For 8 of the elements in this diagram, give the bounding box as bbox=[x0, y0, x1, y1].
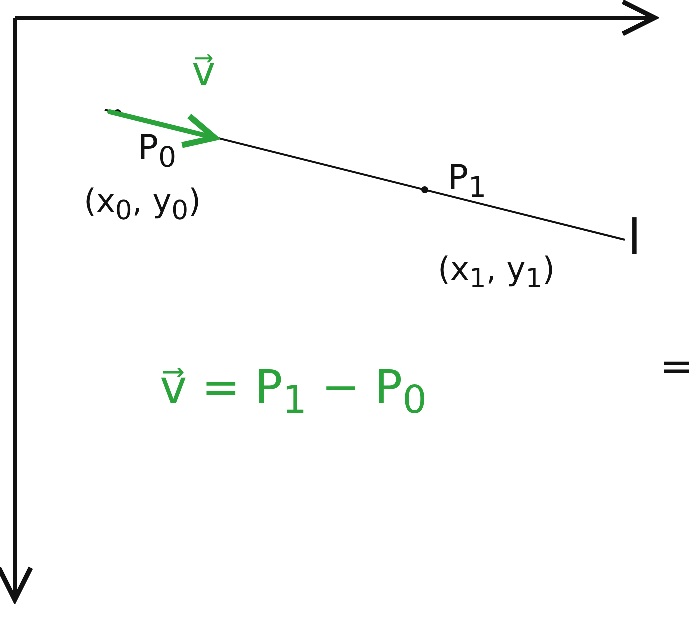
point-label: P$_{0}$ bbox=[138, 130, 177, 173]
coordinate-label: (x$_{1}$, y$_{1}$) bbox=[438, 252, 556, 294]
point-label: P$_{1}$ bbox=[448, 160, 487, 203]
coordinate-label: (x$_{0}$, y$_{0}$) bbox=[84, 184, 202, 226]
vector-label: v⃗ bbox=[192, 50, 216, 94]
equals-sign: = bbox=[660, 345, 692, 389]
equation: v⃗ = P$_{1}$ − P$_{0}$ bbox=[160, 362, 428, 422]
line-label: l bbox=[628, 212, 642, 265]
